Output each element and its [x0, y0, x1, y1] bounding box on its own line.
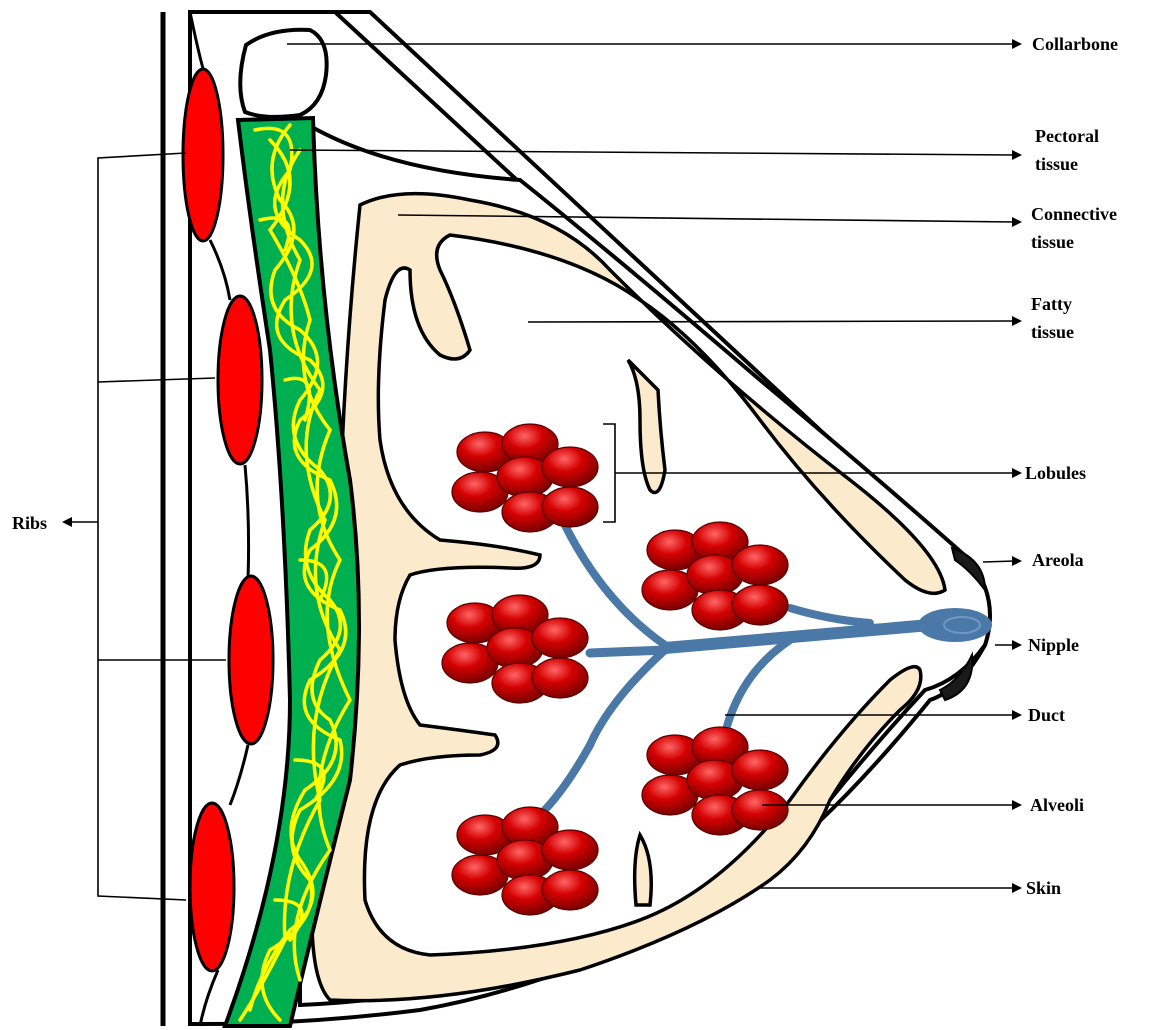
label-fatty-line1: Fatty [1031, 294, 1072, 314]
label-fatty-line2: tissue [1031, 322, 1074, 342]
alveolus [542, 830, 598, 870]
alveolus [732, 545, 788, 585]
rib-2 [218, 296, 262, 464]
rib-1 [183, 69, 223, 241]
alveolus [542, 487, 598, 527]
label-connective-line1: Connective [1031, 204, 1117, 224]
label-pectoral-line1: Pectoral [1035, 126, 1099, 146]
rib-4 [190, 803, 234, 971]
label-ribs: Ribs [12, 513, 47, 533]
label-skin: Skin [1026, 878, 1061, 898]
collarbone [240, 30, 326, 117]
alveolus [732, 750, 788, 790]
label-pectoral-line2: tissue [1035, 154, 1078, 174]
label-collarbone: Collarbone [1032, 34, 1118, 54]
alveolus [542, 447, 598, 487]
label-nipple: Nipple [1028, 635, 1079, 655]
label-alveoli: Alveoli [1030, 795, 1084, 815]
alveolus [732, 585, 788, 625]
alveolus [532, 658, 588, 698]
alveolus [542, 870, 598, 910]
ribs-arrowhead [62, 517, 72, 527]
label-connective-line2: tissue [1031, 232, 1074, 252]
alveolus [732, 790, 788, 830]
rib-3 [229, 576, 273, 744]
label-lobules: Lobules [1025, 463, 1086, 483]
label-duct: Duct [1028, 705, 1065, 725]
label-areola: Areola [1032, 550, 1084, 570]
alveolus [532, 618, 588, 658]
